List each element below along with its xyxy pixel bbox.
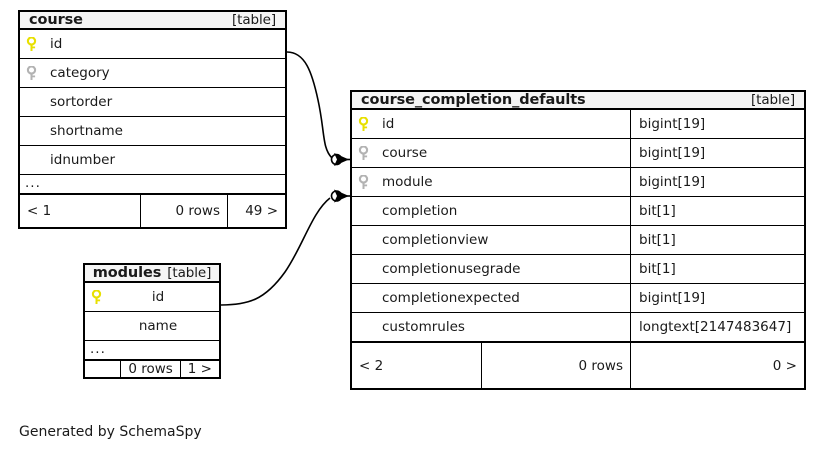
key-slot-empty (85, 312, 107, 340)
column-row-course-shortname[interactable]: shortname (20, 117, 285, 146)
key-slot-empty (20, 146, 42, 174)
key-slot-empty (20, 117, 42, 145)
edge-course-to-ccd-course (286, 51, 350, 166)
column-name: completionexpected (382, 290, 520, 306)
table-course-tag: [table] (231, 12, 276, 28)
column-name: course (382, 145, 428, 161)
key-icon-foreign (352, 168, 374, 196)
column-name: idnumber (50, 152, 116, 168)
column-type: bit[1] (630, 226, 804, 254)
column-type: bigint[19] (630, 168, 804, 196)
key-slot-empty (352, 284, 374, 312)
column-row-ccd-customrules[interactable]: customrules longtext[2147483647] (352, 313, 804, 342)
table-course-footer: < 1 0 rows 49 > (20, 194, 285, 227)
column-row-modules-name[interactable]: name (85, 312, 219, 341)
table-modules[interactable]: modules [table] id name ... 0 rows 1 > (83, 263, 221, 379)
column-name: id (50, 36, 63, 52)
column-name: shortname (50, 123, 123, 139)
key-icon-primary (85, 283, 107, 311)
key-icon-primary (20, 30, 42, 58)
column-type: bigint[19] (630, 139, 804, 167)
column-row-modules-id[interactable]: id (85, 283, 219, 312)
generated-by-caption: Generated by SchemaSpy (19, 424, 202, 440)
column-name: completionview (382, 232, 489, 248)
footer-prev-link[interactable] (85, 361, 120, 377)
table-ccd-header: course_completion_defaults [table] (352, 92, 804, 110)
table-ccd-title: course_completion_defaults (361, 92, 586, 108)
table-ccd-tag: [table] (750, 92, 795, 108)
column-type: longtext[2147483647] (630, 313, 804, 341)
column-name: module (382, 174, 433, 190)
column-row-course-id[interactable]: id (20, 30, 285, 59)
column-row-ccd-id[interactable]: id bigint[19] (352, 110, 804, 139)
footer-next-link[interactable]: 49 > (227, 195, 285, 227)
key-slot-empty (352, 226, 374, 254)
column-row-ccd-course[interactable]: course bigint[19] (352, 139, 804, 168)
table-course-title: course (29, 12, 83, 28)
column-type: bit[1] (630, 255, 804, 283)
key-icon-primary (352, 110, 374, 138)
column-row-ccd-completion[interactable]: completion bit[1] (352, 197, 804, 226)
table-modules-header: modules [table] (85, 265, 219, 283)
column-name: id (382, 116, 395, 132)
footer-row-count: 0 rows (481, 343, 630, 388)
edge-modules-to-ccd-module (220, 189, 350, 306)
table-course-completion-defaults[interactable]: course_completion_defaults [table] id bi… (350, 90, 806, 390)
column-row-ccd-completionusegrade[interactable]: completionusegrade bit[1] (352, 255, 804, 284)
key-slot-empty (352, 255, 374, 283)
column-name: customrules (382, 319, 465, 335)
column-row-course-category[interactable]: category (20, 59, 285, 88)
key-slot-empty (20, 88, 42, 116)
column-name: completionusegrade (382, 261, 521, 277)
column-row-course-sortorder[interactable]: sortorder (20, 88, 285, 117)
key-slot-empty (352, 313, 374, 341)
more-columns-indicator: ... (20, 175, 285, 194)
table-course-header: course [table] (20, 12, 285, 30)
table-modules-footer: 0 rows 1 > (85, 360, 219, 377)
footer-prev-link[interactable]: < 1 (27, 203, 52, 219)
table-modules-title: modules (92, 265, 162, 281)
column-row-ccd-module[interactable]: module bigint[19] (352, 168, 804, 197)
column-type: bigint[19] (630, 110, 804, 138)
column-row-ccd-completionview[interactable]: completionview bit[1] (352, 226, 804, 255)
column-row-ccd-completionexpected[interactable]: completionexpected bigint[19] (352, 284, 804, 313)
table-ccd-footer: < 2 0 rows 0 > (352, 342, 804, 388)
column-name: completion (382, 203, 458, 219)
column-name: sortorder (50, 94, 113, 110)
column-name: id (151, 289, 165, 305)
footer-row-count: 0 rows (140, 195, 227, 227)
footer-next-link[interactable]: 0 > (630, 343, 804, 388)
column-type: bit[1] (630, 197, 804, 225)
key-icon-foreign (20, 59, 42, 87)
table-modules-tag: [table] (167, 265, 212, 281)
footer-next-link[interactable]: 1 > (179, 361, 219, 377)
more-columns-indicator: ... (85, 341, 219, 360)
key-icon-foreign (352, 139, 374, 167)
column-row-course-idnumber[interactable]: idnumber (20, 146, 285, 175)
key-slot-empty (352, 197, 374, 225)
column-name: name (138, 318, 178, 334)
table-course[interactable]: course [table] id category (18, 10, 287, 229)
footer-row-count: 0 rows (120, 361, 179, 377)
footer-prev-link[interactable]: < 2 (359, 357, 384, 374)
column-type: bigint[19] (630, 284, 804, 312)
column-name: category (50, 65, 110, 81)
